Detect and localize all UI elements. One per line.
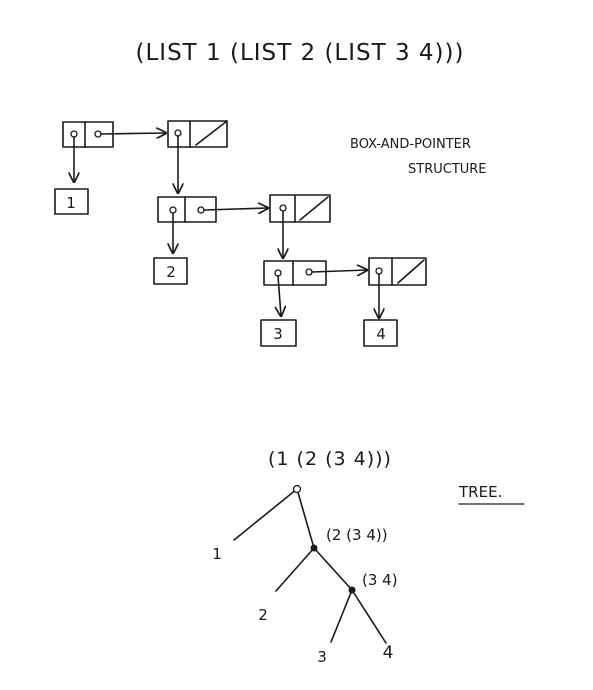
cons-cell-1-cdr-pointer [94, 131, 166, 137]
atom-label-2: 2 [166, 263, 176, 281]
box-pointer-caption-line2: STRUCTURE [408, 162, 487, 177]
edge-subtree-3-to-4 [351, 589, 387, 644]
cons-cell-5-car-pointer [274, 269, 281, 316]
cons-cell-5 [263, 260, 327, 286]
cons-cell-1-car-pointer [71, 130, 77, 182]
atom-box-3: 3 [260, 319, 297, 347]
edge-root-to-subtree-2 [296, 488, 315, 549]
edge-subtree-2-to-subtree-3 [313, 547, 353, 591]
atom-label-4: 4 [376, 325, 386, 343]
tree-caption-text: TREE. [458, 483, 502, 501]
cons-cell-2-car-pointer [175, 129, 181, 193]
tree-leaf-2: 2 [258, 606, 268, 624]
atom-box-4: 4 [363, 319, 398, 347]
atom-box-2: 2 [153, 257, 188, 285]
atom-box-1: 1 [54, 188, 89, 215]
box-pointer-caption: BOX-AND-POINTER [350, 137, 471, 152]
cons-cell-6-car-pointer [376, 267, 382, 318]
tree-node-subtree-2 [310, 544, 318, 552]
cons-cell-3-cdr-pointer [197, 207, 268, 213]
list-expression: (LIST 1 (LIST 2 (LIST 3 4))) [136, 40, 465, 66]
atom-label-1: 1 [66, 194, 76, 212]
tree-leaf-4: 4 [383, 643, 394, 663]
tree-leaf-1: 1 [212, 545, 222, 563]
edge-subtree-2-to-2 [275, 547, 315, 592]
tree-expression: (1 (2 (3 4))) [268, 448, 392, 470]
tree-caption: TREE. [458, 483, 525, 505]
cons-cell-3-car-pointer [170, 206, 176, 253]
edge-root-to-1 [233, 488, 298, 541]
tree-node-subtree-3 [348, 586, 356, 594]
tree-root-node [292, 484, 302, 494]
cons-cell-4-car-pointer [280, 204, 286, 258]
cons-cell-5-cdr-pointer [305, 269, 367, 275]
tree-subtree-3-label: (3 4) [362, 571, 398, 589]
atom-label-3: 3 [273, 325, 283, 343]
cons-cell-6 [368, 257, 427, 286]
cons-cell-2 [167, 120, 228, 148]
cons-cell-4 [269, 194, 331, 223]
tree-subtree-2-label: (2 (3 4)) [326, 526, 388, 544]
tree-leaf-3: 3 [317, 648, 327, 666]
edge-subtree-3-to-3 [330, 589, 353, 643]
